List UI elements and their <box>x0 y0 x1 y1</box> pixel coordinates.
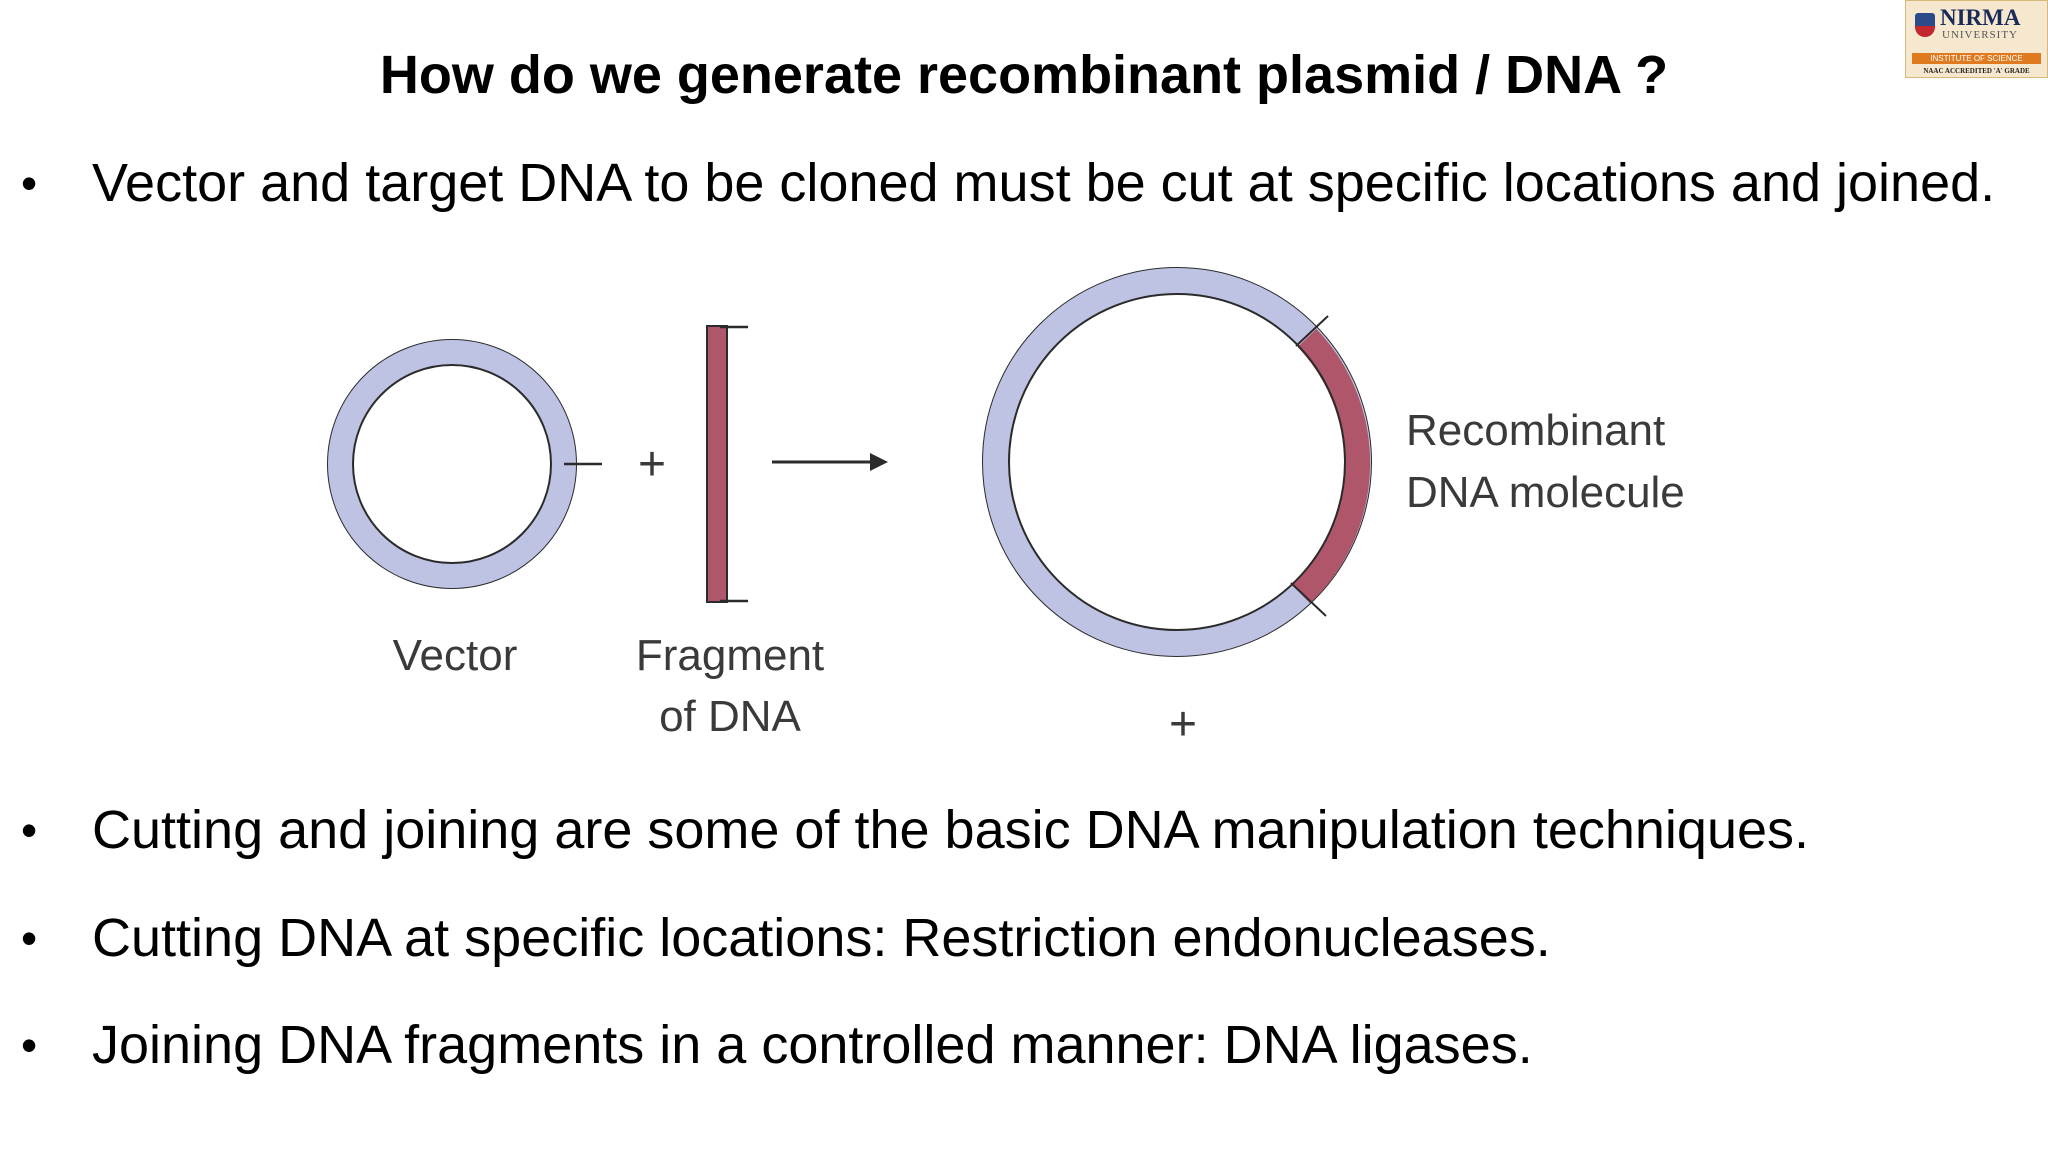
bullet-text: Cutting DNA at specific locations: Restr… <box>92 908 1551 968</box>
bullet-item: • Vector and target DNA to be cloned mus… <box>0 148 2048 218</box>
recombinant-plasmid-ring <box>982 267 1372 657</box>
inserted-fragment <box>1291 329 1371 604</box>
insert-junction-bottom <box>1290 582 1327 617</box>
bullet-item: • Cutting and joining are some of the ba… <box>0 795 2048 865</box>
bullet-dot: • <box>20 912 38 964</box>
recombinant-label-line2: DNA molecule <box>1406 468 1685 517</box>
fragment-label-line1: Fragment <box>636 631 824 680</box>
diagram-svg: + Recombinant DNA molecule Vector Fragme… <box>327 267 1685 751</box>
nirma-university-logo: NIRMA UNIVERSITY INSTITUTE OF SCIENCE NA… <box>1905 0 2048 78</box>
bullet-text: Cutting and joining are some of the basi… <box>92 800 1810 860</box>
university-shield-icon <box>1915 13 1935 37</box>
logo-name: NIRMA <box>1940 5 2021 30</box>
plus-sign-bottom: + <box>1169 698 1197 751</box>
slide-title: How do we generate recombinant plasmid /… <box>379 45 1669 105</box>
bullet-text: Joining DNA fragments in a controlled ma… <box>92 1015 1533 1075</box>
bullet-item: • Joining DNA fragments in a controlled … <box>0 1010 2048 1080</box>
bullet-text: Vector and target DNA to be cloned must … <box>92 153 1996 213</box>
recombinant-dna-diagram: + Recombinant DNA molecule Vector Fragme… <box>280 250 1740 770</box>
recombinant-label-line1: Recombinant <box>1406 406 1665 455</box>
logo-subtitle: UNIVERSITY <box>1942 29 2018 41</box>
bullet-dot: • <box>20 157 38 209</box>
logo-institute: INSTITUTE OF SCIENCE <box>1912 53 2041 64</box>
plus-sign: + <box>638 438 666 491</box>
vector-label: Vector <box>393 631 518 680</box>
fragment-label-line2: of DNA <box>659 692 801 741</box>
bullet-dot: • <box>20 1019 38 1071</box>
insert-junction-top <box>1295 315 1329 347</box>
logo-accreditation: NAAC ACCREDITED 'A' GRADE <box>1923 67 2030 75</box>
bullet-dot: • <box>20 804 38 856</box>
vector-plasmid-ring <box>327 339 577 589</box>
dna-fragment-bar <box>706 325 748 603</box>
bullet-item: • Cutting DNA at specific locations: Res… <box>0 903 2048 973</box>
arrow-right-icon <box>772 453 888 471</box>
